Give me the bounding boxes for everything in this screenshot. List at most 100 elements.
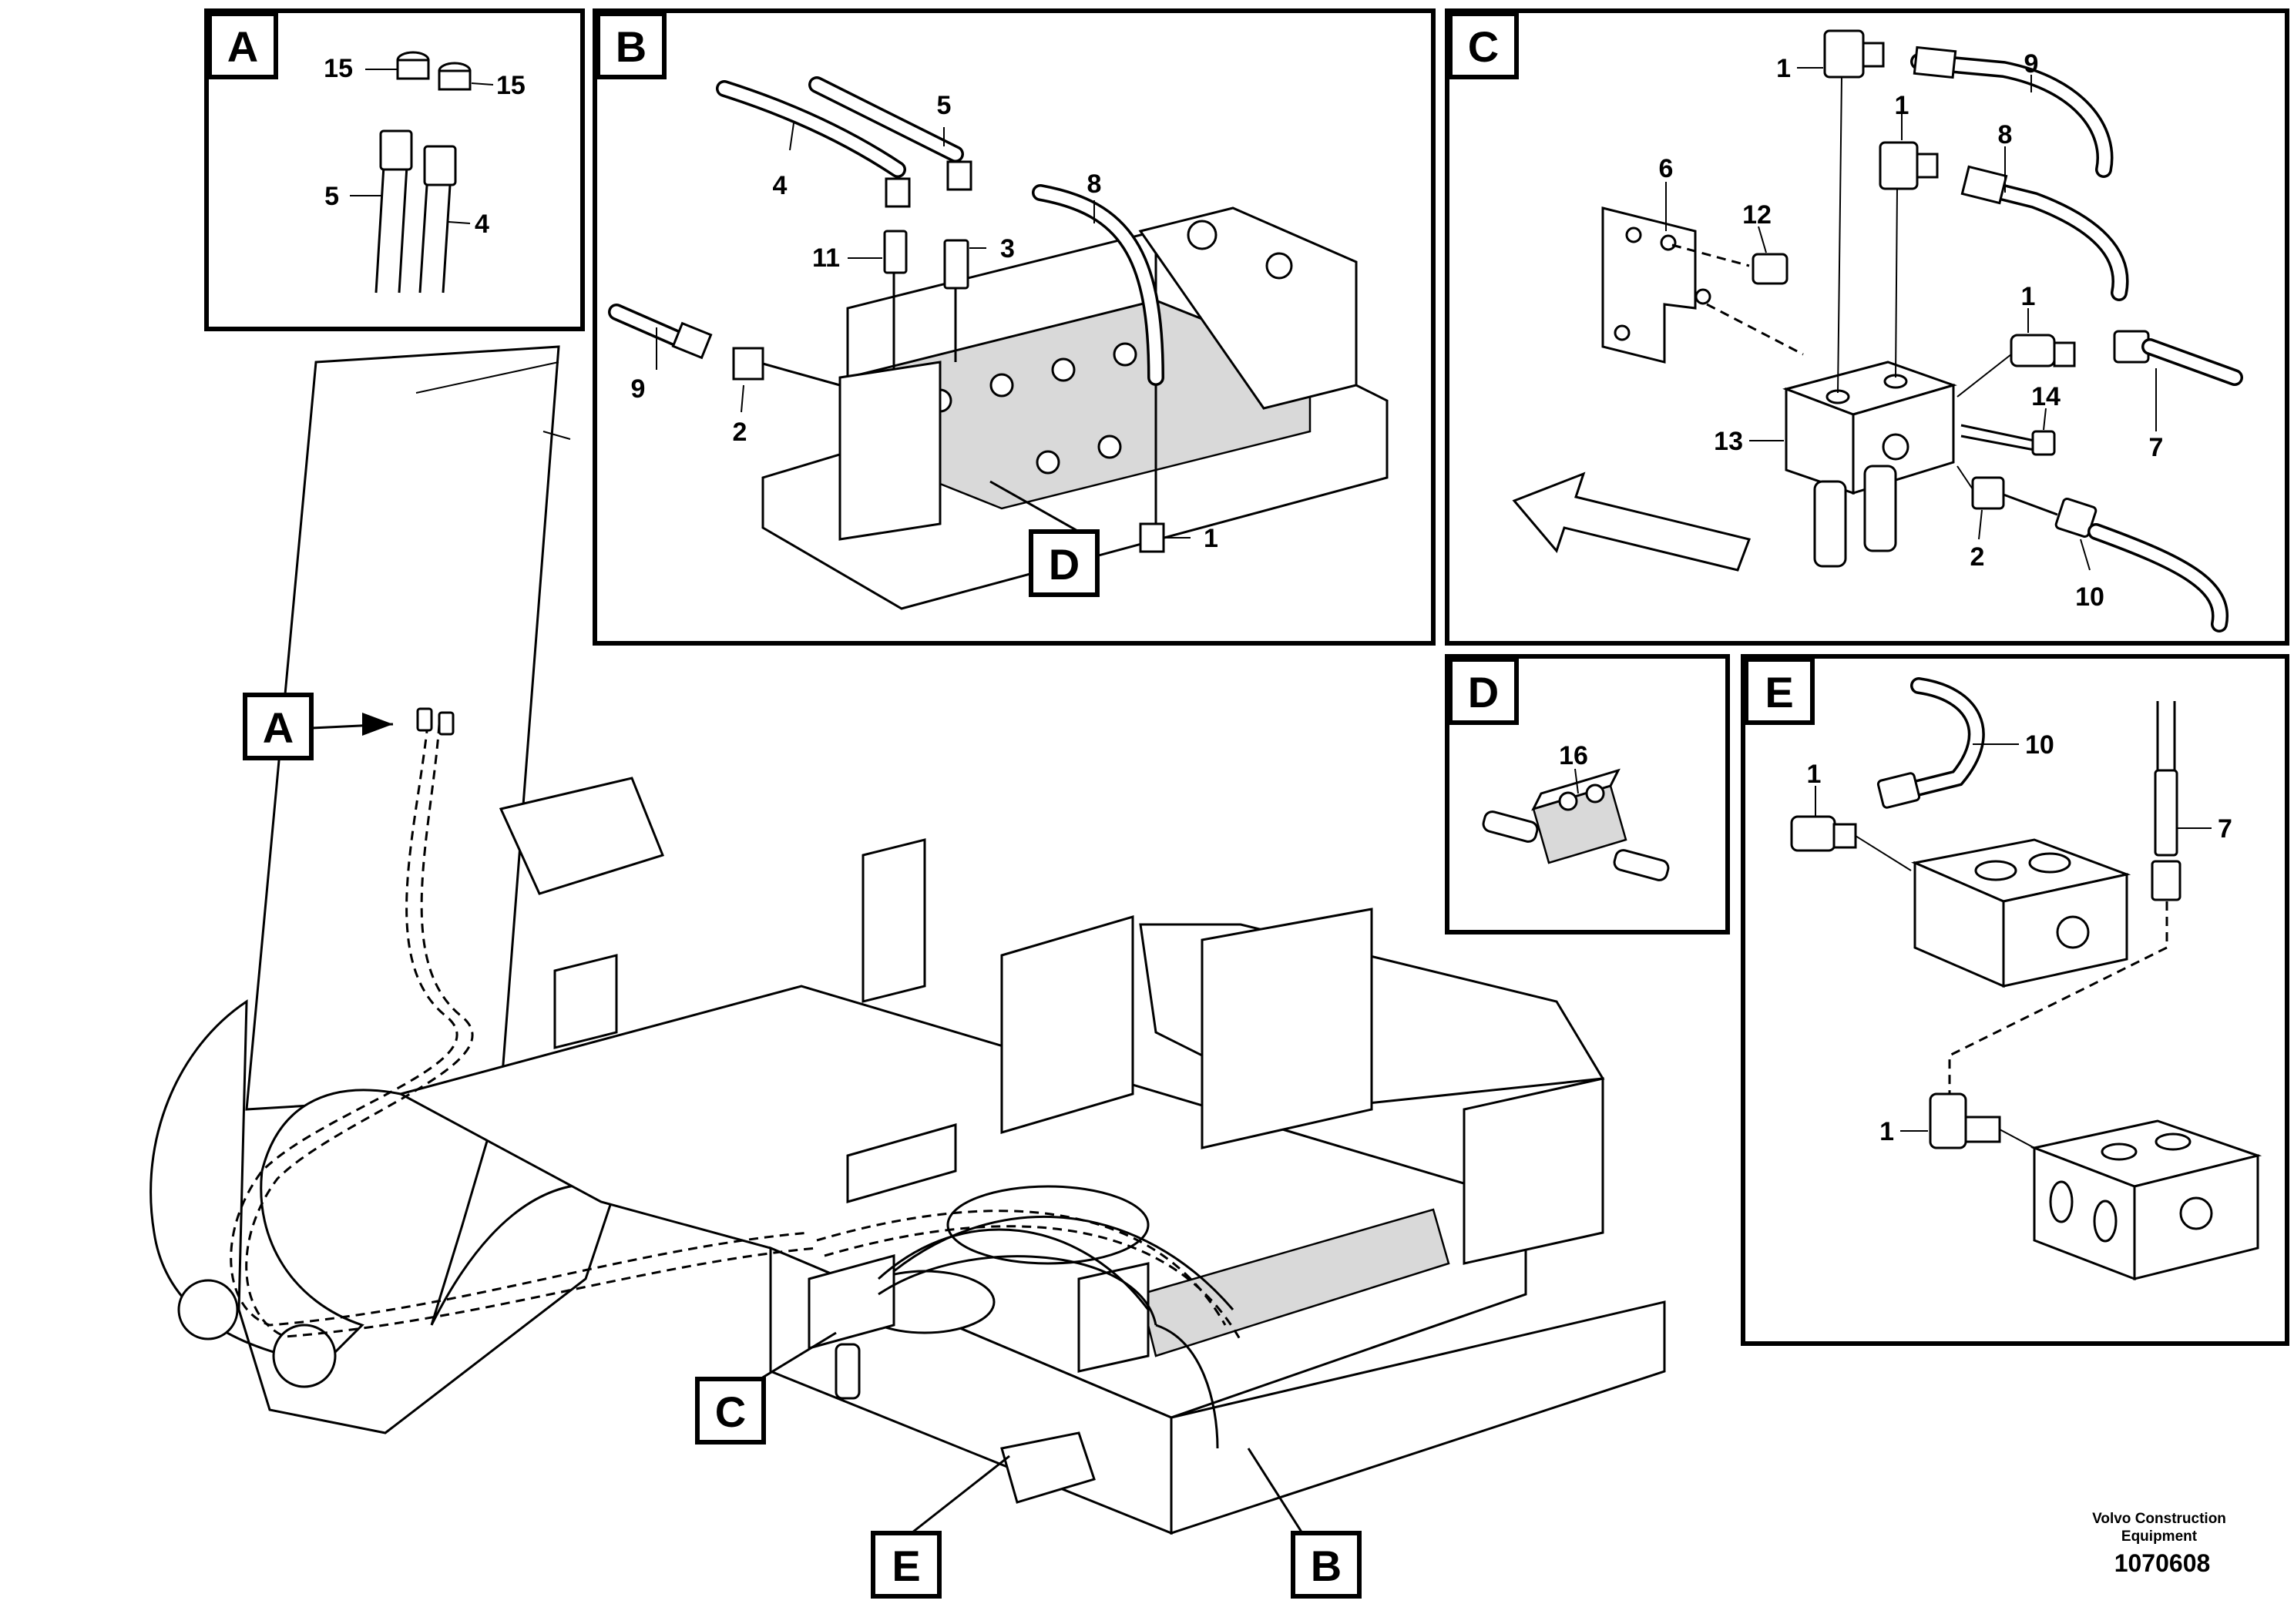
panel-b-tag: B [616,22,647,71]
elbow-1-b [1139,522,1165,553]
panel-d-frame [1445,654,1730,934]
callout-b-3: 3 [1000,234,1015,263]
hose-end-5 [379,129,413,171]
valve-section-16 [1482,768,1670,881]
callout-c-9: 9 [2024,49,2039,79]
panel-c: C [1445,8,2289,646]
overview-tag-e: E [892,1542,920,1590]
callout-d-16: 16 [1559,741,1588,770]
fitting-2-b [732,347,764,381]
adapter-3 [943,239,969,290]
control-valve-in-frame [1139,1208,1450,1357]
frame-post-left [499,777,664,895]
brand-block: Volvo Construction Equipment 1070608 [2092,1511,2226,1577]
callout-b-4: 4 [773,171,788,200]
valve-end-block [838,361,942,541]
callout-c-10: 10 [2075,582,2104,612]
panel-e-frame [1741,654,2289,1346]
elbow-1-right [2010,334,2056,367]
brand-line-1: Volvo Construction [2092,1511,2226,1527]
callout-a-15-left: 15 [324,54,353,83]
overview-tag-b-box [1291,1531,1362,1599]
callout-c-7: 7 [2149,433,2164,462]
callout-c-1-mid: 1 [1895,91,1909,120]
swing-bearing [946,1185,1150,1265]
control-valve-stack [846,206,1358,510]
block-13 [1782,361,1957,568]
callout-a-15-right: 15 [496,71,526,100]
overview-tag-a: A [263,703,294,752]
callout-c-2: 2 [1970,542,1985,572]
callout-b-8: 8 [1087,169,1102,199]
hose-end-4 [423,145,457,186]
callout-e-10: 10 [2025,730,2054,760]
bracket-6 [1601,206,1697,364]
elbow-1-e-top [1790,815,1836,852]
callout-c-8: 8 [1998,120,2013,149]
pivot-pin [272,1324,337,1388]
block-e-lower [2030,1119,2262,1281]
machine-overview [149,345,1666,1535]
panel-d-tag-box [1448,657,1519,725]
boom-swing-bracket [149,999,618,1434]
panel-c-tag: C [1468,22,1499,71]
panel-a-hoses [374,51,472,294]
overview-tags: A C E B [243,693,1362,1599]
document-number: 1070608 [2114,1549,2211,1577]
screw-12 [1752,253,1789,285]
detail-d-tag: D [1049,540,1080,589]
callout-c-13: 13 [1714,427,1743,456]
panel-e-tag: E [1765,668,1793,716]
block-e-upper [1910,838,2131,988]
overview-tag-c-box [695,1377,766,1444]
callout-e-1-top: 1 [1807,760,1822,789]
adapter-11 [883,230,908,274]
panel-a-frame [204,8,585,331]
fitting-2-c [1971,476,2005,510]
callout-b-5: 5 [937,91,952,120]
overview-tag-a-box [243,693,314,760]
panel-d-tag: D [1468,668,1499,716]
block-e-in-frame [1000,1431,1096,1504]
brand-line-2: Equipment [2121,1528,2198,1545]
panel-d: D 16 [1445,654,1730,934]
callout-a-4: 4 [475,210,489,239]
fitting-4-end [885,177,911,208]
hose-7-e [2154,769,2178,857]
plug-15-right-body [438,69,472,91]
callout-b-11: 11 [812,243,840,273]
callout-c-1-top: 1 [1776,54,1791,83]
callout-a-5: 5 [324,182,339,211]
elbow-1-top [1823,29,1865,79]
panel-c-tag-box [1448,12,1519,79]
panel-b-tag-box [596,12,667,79]
elbow-1-mid [1879,141,1919,190]
panel-b: B [593,8,1436,646]
panel-a-tag-box [207,12,278,79]
overview-tag-e-box [871,1531,942,1599]
panel-b-frame [593,8,1436,646]
panel-e: E [1741,654,2289,1346]
hose-9-fitting [671,321,713,360]
callout-b-1: 1 [1204,524,1218,553]
overview-tag-b: B [1311,1542,1342,1590]
callout-b-9: 9 [631,374,646,404]
callout-e-7: 7 [2218,814,2232,844]
frame-post-mid [1000,914,1134,1135]
panel-e-tag-box [1744,657,1815,725]
callout-c-12: 12 [1742,200,1772,230]
fitting-5-end [946,160,972,191]
elbow-1-e-lower [1929,1092,1967,1149]
screw-14 [2031,430,2056,456]
direction-arrow [1512,471,1751,572]
callout-e-1-lower: 1 [1879,1117,1894,1146]
block-c-in-frame [808,1254,895,1350]
panel-a-tag: A [227,22,258,71]
panel-a: A 15 15 5 4 [204,8,585,331]
detail-d-tag-box [1029,529,1100,597]
plug-15-left-body [396,59,430,80]
callout-c-14: 14 [2031,382,2061,411]
callout-b-2: 2 [733,418,747,447]
overview-tag-c: C [715,1387,746,1436]
